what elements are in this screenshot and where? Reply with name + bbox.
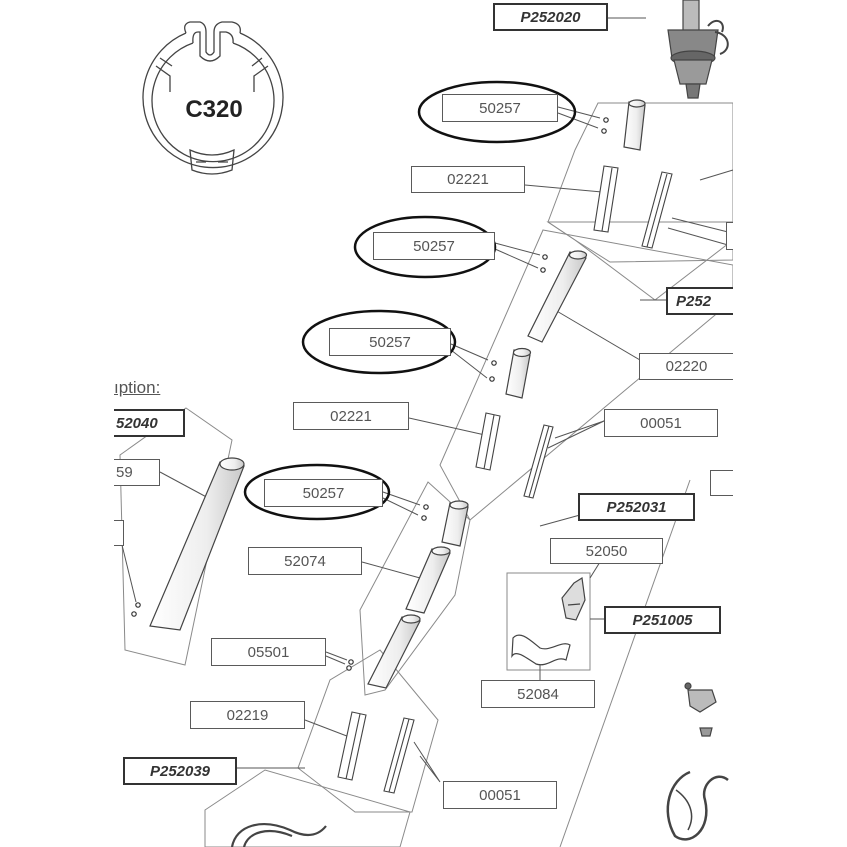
part-label-left-partial: 59 — [114, 459, 160, 486]
c320-profile — [142, 21, 284, 175]
highlight-ellipse-3 — [301, 309, 457, 375]
partial-box-left — [114, 520, 124, 546]
lower-tube-2 — [405, 546, 451, 614]
part-label-hook-bottom: 52084 — [481, 680, 595, 708]
top-clip — [593, 165, 619, 233]
assembly-label-left-group: 52040 — [114, 409, 185, 437]
left-large-tube — [149, 457, 245, 631]
part-label-mid-pin: 50257 — [329, 328, 451, 356]
part-label-hook-top: 52050 — [550, 538, 663, 564]
caption-text: ıption: — [114, 378, 161, 397]
part-label-lower-tube: 52074 — [248, 547, 362, 575]
part-label-long-tube: 02220 — [639, 353, 733, 380]
profile-label: C320 — [185, 96, 243, 123]
highlight-ellipse-2 — [353, 215, 497, 279]
short-tube — [505, 347, 532, 399]
part-label-top-pin: 50257 — [442, 94, 558, 122]
partial-box-right-lower — [710, 470, 733, 496]
part-label-lower-pin: 50257 — [264, 479, 383, 507]
leader-lines — [121, 17, 734, 783]
top-fitting — [667, 0, 729, 99]
assembly-label-right-mid: P252 — [666, 287, 733, 315]
lower-tube-3 — [367, 614, 421, 689]
part-label-top-clip: 02221 — [411, 166, 525, 193]
panel-outlines — [119, 102, 734, 847]
part-label-upper-pin: 50257 — [373, 232, 495, 260]
top-pin-tube — [623, 99, 646, 151]
hook-parts — [511, 576, 586, 666]
assembly-label-center-right: P252031 — [578, 493, 695, 521]
assembly-label-top: P252020 — [493, 3, 608, 31]
highlight-ellipses — [243, 80, 577, 521]
part-label-screw: 05501 — [211, 638, 326, 666]
highlight-ellipse-1 — [417, 80, 577, 144]
screw-dots — [131, 117, 609, 671]
tubes — [149, 99, 646, 689]
partial-box-right-upper — [726, 222, 733, 250]
clips-rails — [337, 165, 673, 794]
mid-clip — [475, 412, 501, 471]
lower-tube-1 — [441, 500, 469, 547]
part-label-mid-rail: 00051 — [604, 409, 718, 437]
long-tube — [527, 250, 588, 343]
bottom-clip-part — [337, 711, 367, 781]
part-label-mid-clip: 02221 — [293, 402, 409, 430]
assembly-label-clip-group: P251005 — [604, 606, 721, 634]
part-label-bottom-clip: 02219 — [190, 701, 305, 729]
small-parts-right — [666, 682, 729, 841]
right-diagonal — [559, 479, 691, 847]
part-label-bottom-rail: 00051 — [443, 781, 557, 809]
bottom-cable — [230, 823, 327, 847]
right-margin — [733, 0, 847, 847]
assembly-label-bottom: P252039 — [123, 757, 237, 785]
highlight-ellipse-4 — [243, 463, 391, 521]
